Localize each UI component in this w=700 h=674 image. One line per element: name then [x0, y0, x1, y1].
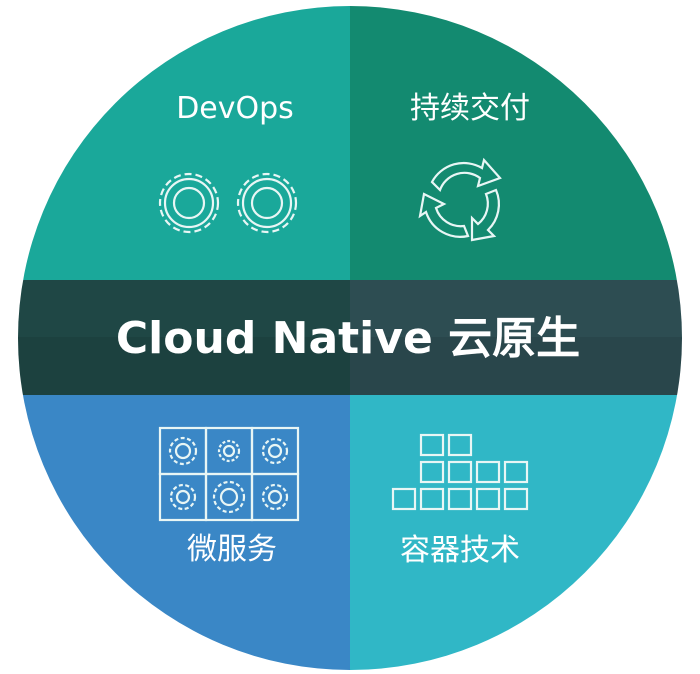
container-stack-icon — [391, 433, 529, 511]
microservices-label: 微服务 — [187, 532, 277, 567]
continuous-delivery-label: 持续交付 — [410, 91, 530, 126]
devops-label: DevOps — [176, 91, 294, 126]
center-band-shade — [18, 337, 682, 395]
microservices-grid-icon — [158, 426, 300, 522]
quadrant-continuous-delivery — [350, 6, 682, 280]
cycle-arrows-icon — [418, 157, 502, 242]
center-band-right — [350, 280, 682, 395]
gears-icon — [158, 172, 298, 234]
center-title: Cloud Native 云原生 — [116, 313, 580, 364]
container-label: 容器技术 — [400, 533, 520, 568]
center-band-left — [18, 280, 350, 395]
quadrant-devops — [18, 6, 350, 280]
